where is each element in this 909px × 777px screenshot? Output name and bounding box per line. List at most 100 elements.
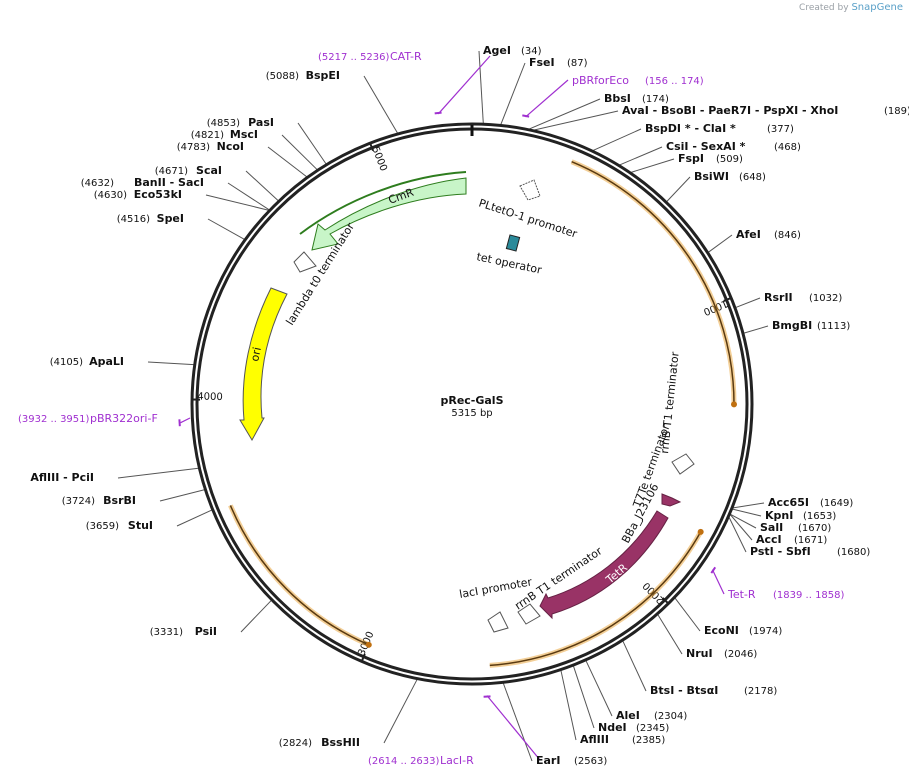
primer-position: (156 .. 174) <box>645 76 704 87</box>
restriction-site-label[interactable]: BssHII(2824) <box>279 736 360 749</box>
restriction-site-label[interactable]: AflIII(2385) <box>580 733 665 746</box>
restriction-site-label[interactable]: ScaI(4671) <box>155 164 222 177</box>
rrnb-terminator-bottom-arrow[interactable] <box>517 603 541 625</box>
restriction-site-label[interactable]: AgeI(34) <box>483 44 542 57</box>
site-position: (2385) <box>632 735 665 746</box>
site-name: MscI <box>230 128 258 141</box>
site-position: (1649) <box>820 498 853 509</box>
restriction-site-label[interactable]: KpnI(1653) <box>765 509 836 522</box>
primer-leader-line <box>437 55 491 115</box>
restriction-site-label[interactable]: SalI(1670) <box>760 521 831 534</box>
restriction-site-label[interactable]: BspEI(5088) <box>266 69 340 82</box>
rrnb-terminator-top-arrow[interactable] <box>671 453 695 475</box>
tetr-feature-arrow[interactable] <box>539 510 669 620</box>
pltet-promoter-arrow[interactable] <box>519 179 541 201</box>
restriction-site-label[interactable]: PasI(4853) <box>207 116 274 129</box>
primer-leader-line <box>486 695 541 761</box>
site-position: (87) <box>567 58 588 69</box>
restriction-site-label[interactable]: MscI(4821) <box>191 128 258 141</box>
restriction-site-label[interactable]: Eco53kI(4630) <box>94 188 182 201</box>
feature-arc[interactable] <box>489 531 702 667</box>
primer-label[interactable]: (156 .. 174) pBRforEco <box>572 74 704 87</box>
site-position: (846) <box>774 230 801 241</box>
site-leader-line <box>205 194 269 211</box>
site-position: (3724) <box>62 496 95 507</box>
feature-arc[interactable] <box>229 505 370 646</box>
site-leader-line <box>630 158 675 173</box>
site-name: EarI <box>536 754 560 767</box>
restriction-site-label[interactable]: BsiWI(648) <box>694 170 766 183</box>
restriction-site-label[interactable]: EcoNI(1974) <box>704 624 782 637</box>
site-leader-line <box>674 597 701 632</box>
site-name: BspDI * - ClaI * <box>645 122 736 135</box>
primer-label[interactable]: (5217 .. 5236)CAT-R <box>318 50 422 63</box>
site-leader-line <box>267 146 308 178</box>
restriction-site-label[interactable]: AleI(2304) <box>616 709 687 722</box>
primer-label[interactable]: (3932 .. 3951)pBR322ori-F <box>18 412 158 425</box>
cmr-feature-arrow[interactable] <box>311 177 467 251</box>
site-position: (3659) <box>86 521 119 532</box>
restriction-site-label[interactable]: ApaLI(4105) <box>50 355 124 368</box>
restriction-site-label[interactable]: PstI - SbfI(1680) <box>750 545 870 558</box>
plasmid-name: pRec-GalS <box>440 394 503 407</box>
primer-leader-line <box>525 79 569 118</box>
tet-operator-box[interactable] <box>505 234 521 252</box>
restriction-site-label[interactable]: BspDI * - ClaI *(377) <box>645 122 794 135</box>
restriction-site-label[interactable]: NruI(2046) <box>686 647 757 660</box>
restriction-site-label[interactable]: CsiI - SexAI *(468) <box>666 140 801 153</box>
restriction-site-label[interactable]: BtsI - BtsαI(2178) <box>650 684 777 697</box>
bba-feature-arrow[interactable] <box>661 493 682 507</box>
restriction-site-label[interactable]: FseI(87) <box>529 56 588 69</box>
restriction-site-label[interactable]: RsrII(1032) <box>764 291 842 304</box>
lambda-terminator-arrow[interactable] <box>293 251 317 273</box>
site-position: (1680) <box>837 547 870 558</box>
restriction-site-label[interactable]: NcoI(4783) <box>177 140 244 153</box>
primer-name: LacI-R <box>440 754 474 767</box>
restriction-site-label[interactable]: PsiI(3331) <box>150 625 217 638</box>
site-leader-line <box>729 514 753 541</box>
ori-feature-arrow[interactable] <box>239 287 288 442</box>
primer-label[interactable]: (2614 .. 2633)LacI-R <box>368 754 474 767</box>
restriction-site-label[interactable]: BsrBI(3724) <box>62 494 136 507</box>
site-leader-line <box>529 98 601 130</box>
site-leader-line <box>666 176 691 202</box>
restriction-site-label[interactable]: AvaI - BsoBI - PaeR7I - PspXI - XhoI (189… <box>622 104 909 117</box>
restriction-site-label[interactable]: AfeI(846) <box>736 228 801 241</box>
site-position: (174) <box>642 94 669 105</box>
site-name: ApaLI <box>89 355 124 368</box>
restriction-site-label[interactable]: SpeI(4516) <box>117 212 184 225</box>
restriction-site-label[interactable]: Acc65I(1649) <box>768 496 853 509</box>
restriction-site-label[interactable]: FspI(509) <box>678 152 743 165</box>
site-name: BanII - SacI <box>134 176 204 189</box>
site-name: PsiI <box>195 625 217 638</box>
site-position: (1974) <box>749 626 782 637</box>
site-name: BmgBI <box>772 319 812 332</box>
restriction-site-label[interactable]: NdeI(2345) <box>598 721 669 734</box>
feature-arc[interactable] <box>571 160 735 405</box>
ruler-label: 4000 <box>197 392 223 403</box>
site-name: AvaI - BsoBI - PaeR7I - PspXI - XhoI <box>622 104 838 117</box>
restriction-site-label[interactable]: AflIII - PciI(3791) <box>0 471 94 484</box>
site-position: (34) <box>521 46 542 57</box>
cmr-arc-line <box>299 171 467 235</box>
primer-label[interactable]: (1839 .. 1858)Tet-R <box>727 588 845 601</box>
site-position: (1032) <box>809 293 842 304</box>
feature-arc-head <box>697 528 704 535</box>
site-position: (2824) <box>279 738 312 749</box>
restriction-site-label[interactable]: BbsI(174) <box>604 92 669 105</box>
site-position: (189) <box>884 106 909 117</box>
ruler-tick <box>723 297 731 302</box>
site-name: ScaI <box>196 164 222 177</box>
feature-arcs <box>228 159 737 668</box>
site-name: StuI <box>128 519 153 532</box>
site-leader-line <box>733 502 765 509</box>
site-position: (509) <box>716 154 743 165</box>
primer-name: pBRforEco <box>572 74 629 87</box>
restriction-site-label[interactable]: StuI (3659) <box>86 519 153 532</box>
laci-promoter-arrow[interactable] <box>487 611 509 633</box>
restriction-site-label[interactable]: EarI(2563) <box>536 754 607 767</box>
site-position: (4853) <box>207 118 240 129</box>
restriction-site-label[interactable]: BmgBI(1113) <box>772 319 850 332</box>
restriction-site-label[interactable]: AccI(1671) <box>756 533 827 546</box>
restriction-site-label[interactable]: BanII - SacI(4632) <box>81 176 204 189</box>
